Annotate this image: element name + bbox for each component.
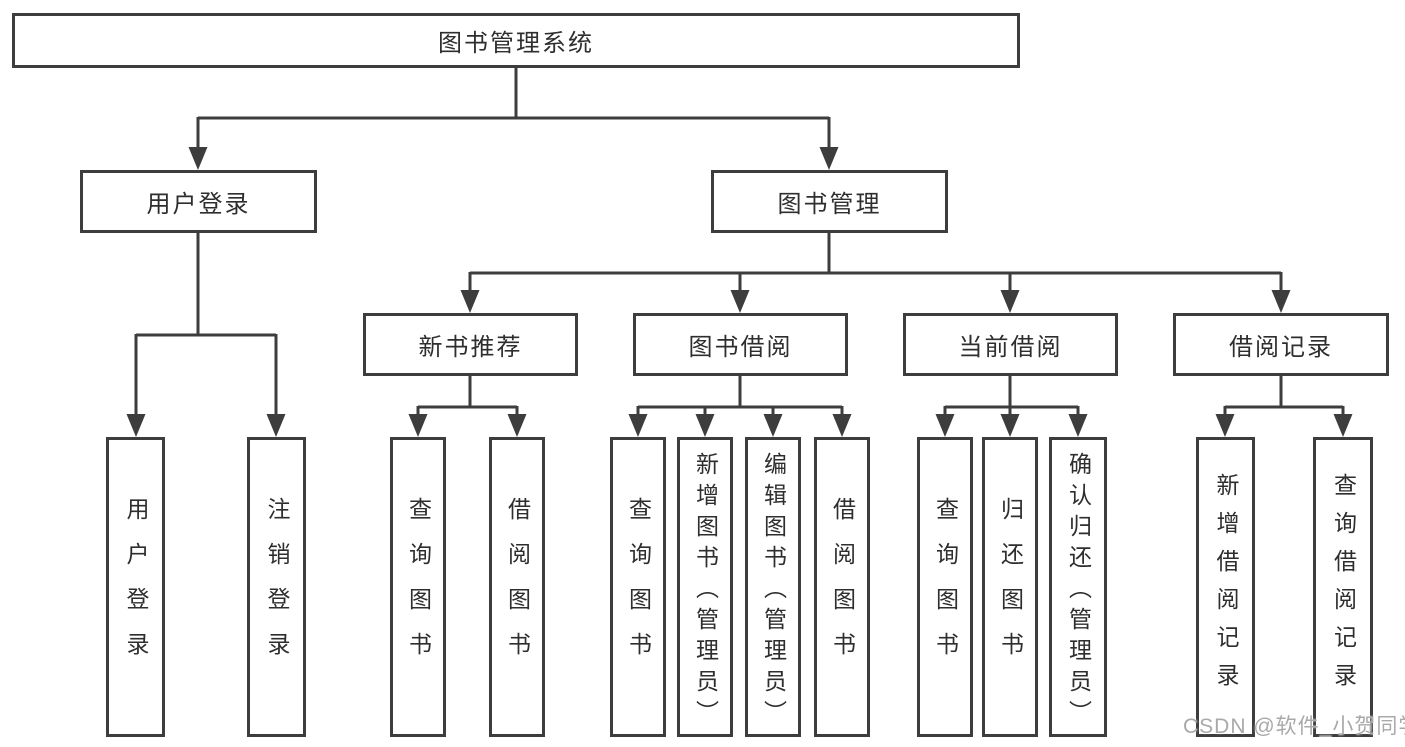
node-label: 图书管理 xyxy=(777,191,882,218)
leaf-label: 归还图书 xyxy=(997,497,1024,677)
node-new-book-recommend: 新书推荐 xyxy=(363,313,578,376)
node-user-login: 用户登录 xyxy=(80,170,317,233)
leaf-label: 查询图书 xyxy=(625,497,652,677)
leaf-label: 借阅图书 xyxy=(504,497,531,677)
node-label: 图书管理系统 xyxy=(438,30,594,57)
node-library-management-system: 图书管理系统 xyxy=(12,13,1020,68)
node-current-borrowing: 当前借阅 xyxy=(903,313,1118,376)
leaf-newbooks-query-books: 查询图书 xyxy=(390,437,446,737)
node-book-management: 图书管理 xyxy=(711,170,948,233)
node-label: 用户登录 xyxy=(146,191,251,218)
leaf-currentborrow-return-books: 归还图书 xyxy=(982,437,1038,737)
leaf-newbooks-borrow-books: 借阅图书 xyxy=(489,437,545,737)
leaf-label: 编辑图书（管理员） xyxy=(760,452,787,731)
leaf-bookborrow-borrow-books: 借阅图书 xyxy=(814,437,870,737)
leaf-label: 借阅图书 xyxy=(829,497,856,677)
leaf-label: 用户登录 xyxy=(123,497,149,677)
leaf-records-query-borrow-record: 查询借阅记录 xyxy=(1313,437,1373,737)
leaf-logout-login: 注销登录 xyxy=(247,437,306,737)
leaf-bookborrow-query-books: 查询图书 xyxy=(610,437,666,737)
leaf-currentborrow-confirm-return-admin: 确认归还（管理员） xyxy=(1049,437,1107,737)
arrowhead-group xyxy=(126,147,1353,437)
leaf-currentborrow-query-books: 查询图书 xyxy=(917,437,973,737)
leaf-label: 新增借阅记录 xyxy=(1213,473,1239,701)
leaf-user-login: 用户登录 xyxy=(106,437,165,737)
leaf-label: 新增图书（管理员） xyxy=(692,452,719,731)
leaf-label: 查询图书 xyxy=(932,497,959,677)
leaf-label: 查询借阅记录 xyxy=(1330,473,1357,701)
leaf-label: 确认归还（管理员） xyxy=(1065,452,1092,731)
node-borrow-records: 借阅记录 xyxy=(1173,313,1389,376)
node-label: 当前借阅 xyxy=(958,334,1063,361)
leaf-label: 注销登录 xyxy=(264,497,290,677)
node-label: 新书推荐 xyxy=(418,334,523,361)
leaf-label: 查询图书 xyxy=(405,497,432,677)
node-label: 图书借阅 xyxy=(688,334,793,361)
leaf-bookborrow-edit-books-admin: 编辑图书（管理员） xyxy=(745,437,801,737)
leaf-bookborrow-add-books-admin: 新增图书（管理员） xyxy=(677,437,733,737)
csdn-watermark: CSDN @软件_小贺同学 xyxy=(1183,715,1405,738)
leaf-records-add-borrow-record: 新增借阅记录 xyxy=(1196,437,1255,737)
node-book-borrowing: 图书借阅 xyxy=(633,313,848,376)
node-label: 借阅记录 xyxy=(1229,334,1333,361)
